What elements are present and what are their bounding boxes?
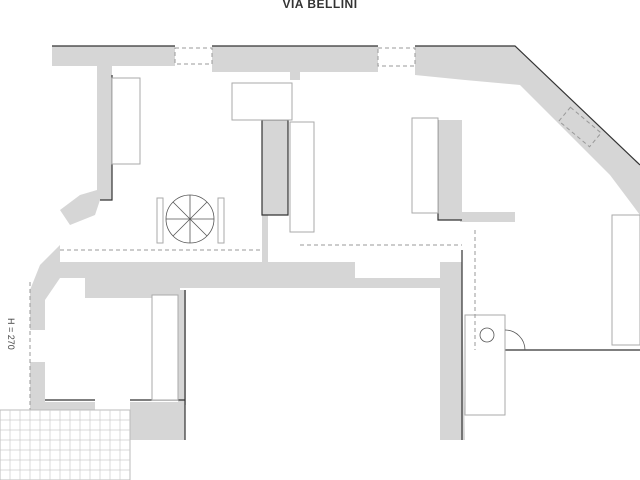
windows: [174, 47, 602, 148]
desks: [111, 77, 640, 401]
spiral-staircase: [156, 194, 225, 244]
street-label: VIA BELLINI: [282, 0, 358, 11]
ceiling-height-label: H = 270: [6, 318, 16, 350]
corridor-dashes: [29, 230, 476, 440]
terrace-grid: [0, 409, 131, 480]
bathroom: [464, 314, 526, 416]
